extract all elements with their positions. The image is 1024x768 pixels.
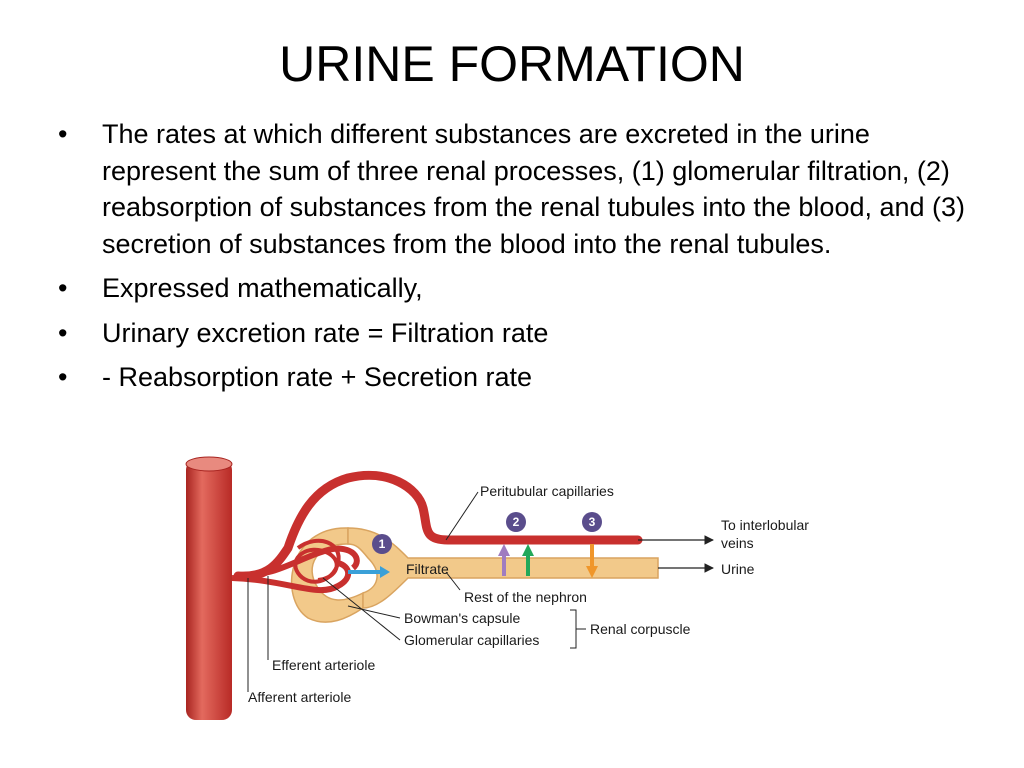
artery-top xyxy=(185,456,233,472)
efferent-arteriole-vessel xyxy=(237,545,360,579)
nephron-diagram: 1 2 3 Peritubular capillaries To interlo… xyxy=(178,448,858,738)
label-glomerular-capillaries: Glomerular capillaries xyxy=(404,632,539,648)
label-efferent-arteriole: Efferent arteriole xyxy=(272,657,375,673)
bullet-text: Expressed mathematically, xyxy=(102,273,423,303)
marker-2: 2 xyxy=(506,512,526,532)
slide-title: URINE FORMATION xyxy=(279,36,745,92)
marker-2-text: 2 xyxy=(513,515,520,529)
bullet-text: The rates at which different substances … xyxy=(102,119,966,259)
bullet-item: • The rates at which different substance… xyxy=(58,116,978,262)
rest-nephron-leader xyxy=(445,571,461,591)
label-rest-of-nephron: Rest of the nephron xyxy=(464,589,587,605)
bullet-item: • - Reabsorption rate + Secretion rate xyxy=(58,359,978,396)
bullet-text: Urinary excretion rate = Filtration rate xyxy=(102,317,549,348)
peritubular-leader xyxy=(445,491,479,541)
label-to-interlobular-line1: To interlobular xyxy=(721,517,809,533)
nephron-diagram-svg: 1 2 3 Peritubular capillaries To interlo… xyxy=(185,456,809,720)
bullet-text: - Reabsorption rate + Secretion rate xyxy=(102,362,532,392)
renal-corpuscle-bracket xyxy=(570,609,586,649)
artery xyxy=(186,460,232,720)
bullet-item: • Expressed mathematically, xyxy=(58,270,978,307)
label-renal-corpuscle: Renal corpuscle xyxy=(590,621,691,637)
reabsorption-arrowhead-purple xyxy=(498,544,510,556)
peritubular-capillary xyxy=(233,470,643,581)
label-filtrate: Filtrate xyxy=(406,561,449,577)
bullet-symbol: • xyxy=(58,317,68,348)
bullet-symbol: • xyxy=(58,273,68,303)
bullet-symbol: • xyxy=(58,119,68,149)
bullet-symbol: • xyxy=(58,362,68,392)
label-peritubular-capillaries: Peritubular capillaries xyxy=(480,483,614,499)
glomerular-leader xyxy=(322,577,401,641)
bullet-list: • The rates at which different substance… xyxy=(58,116,978,404)
label-bowmans-capsule: Bowman's capsule xyxy=(404,610,521,626)
bullet-item: • Urinary excretion rate = Filtration ra… xyxy=(58,315,978,352)
filtration-arrowhead xyxy=(380,566,390,578)
label-to-interlobular-line2: veins xyxy=(721,535,754,551)
marker-3: 3 xyxy=(582,512,602,532)
secretion-arrowhead xyxy=(586,566,598,578)
glomerular-capillaries-shape xyxy=(293,538,341,584)
marker-3-text: 3 xyxy=(589,515,596,529)
marker-1: 1 xyxy=(372,534,392,554)
label-afferent-arteriole: Afferent arteriole xyxy=(248,689,351,705)
marker-1-text: 1 xyxy=(379,537,386,551)
label-urine: Urine xyxy=(721,561,755,577)
bowmans-leader xyxy=(347,605,401,619)
reabsorption-arrowhead-green xyxy=(522,544,534,556)
